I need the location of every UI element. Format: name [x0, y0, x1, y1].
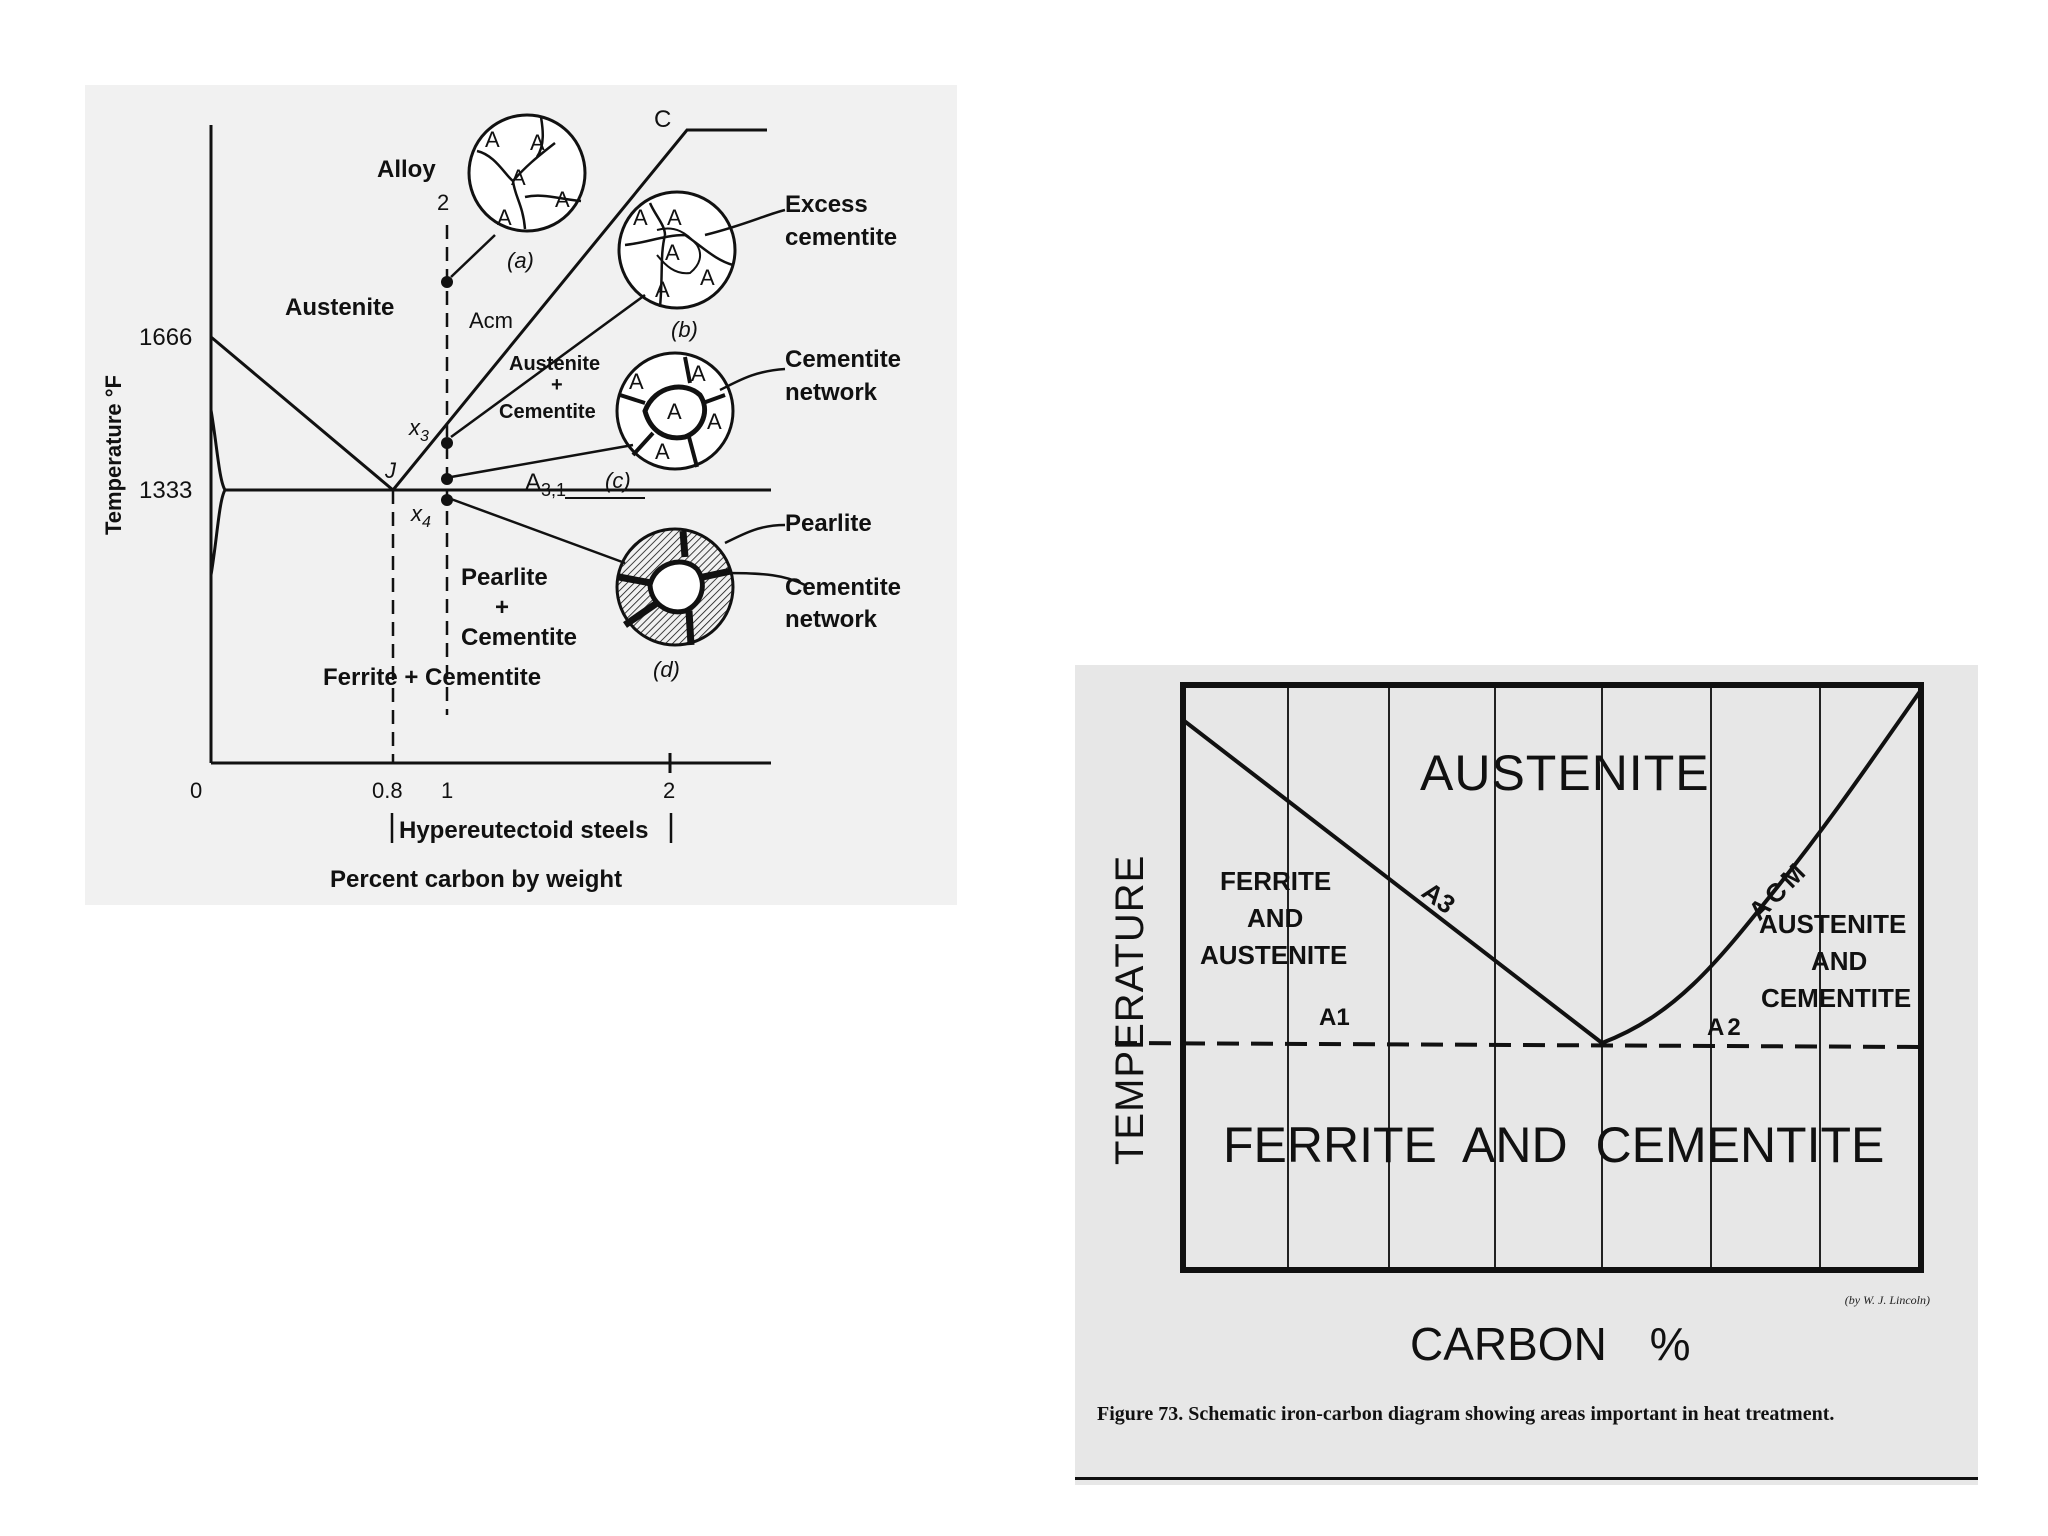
schematic-iron-carbon-diagram: TEMPERATURE AUSTENITE FERRITE AND AUSTEN… — [1075, 665, 1978, 1485]
right-ferrite-austenite-3: AUSTENITE — [1200, 940, 1347, 970]
schematic-diagram-svg: TEMPERATURE AUSTENITE FERRITE AND AUSTEN… — [1075, 665, 1978, 1385]
a3-line — [211, 337, 393, 490]
hypereutectoid-diagram-svg: Temperature °F 1666 1333 0 0.8 1 2 Hyper… — [85, 85, 957, 905]
callout-network2-1: Cementite — [785, 574, 901, 601]
svg-text:A: A — [629, 369, 644, 394]
svg-text:A: A — [485, 127, 500, 152]
arrow-a — [451, 235, 495, 277]
svg-text:A: A — [555, 187, 570, 212]
region-austenite: Austenite — [285, 294, 394, 321]
x-tick-label-0-8: 0.8 — [372, 778, 403, 803]
x-tick-label-2: 2 — [663, 778, 675, 803]
svg-text:A: A — [700, 265, 715, 290]
hypereutectoid-label: Hypereutectoid steels — [399, 817, 648, 844]
x-axis-title: Percent carbon by weight — [330, 866, 622, 893]
svg-text:A: A — [497, 205, 512, 230]
micrograph-b: A A A A A — [619, 192, 735, 308]
point-x3 — [441, 437, 453, 449]
svg-text:A: A — [667, 399, 682, 424]
svg-text:A: A — [667, 205, 682, 230]
region-aust-cem-2: + — [551, 374, 563, 396]
micro-label-b: (b) — [671, 317, 698, 342]
svg-text:A: A — [707, 409, 722, 434]
right-y-axis-title: TEMPERATURE — [1108, 855, 1152, 1165]
callout-excess-1: Excess — [785, 191, 868, 218]
micro-label-d: (d) — [653, 657, 680, 682]
point-c-label: C — [654, 106, 671, 133]
y-axis-title: Temperature °F — [101, 375, 126, 535]
figure-caption: Figure 73. Schematic iron-carbon diagram… — [1097, 1400, 1957, 1428]
x-tick-label-1: 1 — [441, 778, 453, 803]
micro-label-a: (a) — [507, 248, 534, 273]
right-ferrite-austenite-1: FERRITE — [1220, 866, 1331, 896]
a2-label: A2 — [1707, 1014, 1744, 1041]
right-region-ferrite-cementite: FERRITE AND CEMENTITE — [1223, 1117, 1884, 1173]
region-aust-cem-3: Cementite — [499, 401, 596, 423]
callout-line-network-1 — [720, 369, 785, 390]
micrograph-c: A A A A A — [617, 353, 733, 469]
right-aust-cem-3: CEMENTITE — [1761, 983, 1911, 1013]
svg-text:A: A — [633, 205, 648, 230]
micrograph-d — [617, 529, 733, 645]
caption-rule — [1075, 1477, 1978, 1480]
acm-label: Acm — [469, 308, 513, 333]
region-ferrite-cem: Ferrite + Cementite — [323, 664, 541, 691]
y-tick-1666: 1666 — [139, 324, 192, 351]
a31-label: A3,1 — [525, 469, 566, 500]
callout-network1-2: network — [785, 379, 878, 406]
x4-label: x4 — [410, 501, 431, 531]
a1-a2-dashed-line — [1115, 1043, 1921, 1047]
alloy-label: Alloy — [377, 156, 436, 183]
region-aust-cem-1: Austenite — [509, 353, 600, 375]
right-ferrite-austenite-2: AND — [1247, 903, 1303, 933]
hypereutectoid-phase-diagram: Temperature °F 1666 1333 0 0.8 1 2 Hyper… — [85, 85, 957, 905]
y-tick-1333: 1333 — [139, 477, 192, 504]
svg-text:A: A — [655, 439, 670, 464]
right-aust-cem-2: AND — [1811, 946, 1867, 976]
point-a — [441, 276, 453, 288]
a1-label: A1 — [1319, 1004, 1350, 1031]
x-tick-label-0: 0 — [190, 778, 202, 803]
callout-pearlite: Pearlite — [785, 510, 872, 537]
region-pearlite-cem-2: + — [495, 594, 509, 621]
region-pearlite-cem-3: Cementite — [461, 624, 577, 651]
x3-label: x3 — [408, 415, 429, 445]
a3-label: A3 — [1416, 876, 1461, 920]
region-pearlite-cem-1: Pearlite — [461, 564, 548, 591]
callout-network2-2: network — [785, 606, 878, 633]
micro-label-c: (c) — [605, 468, 631, 493]
svg-text:A: A — [691, 361, 706, 386]
gamma-loop — [211, 410, 225, 575]
point-j-label: J — [384, 458, 397, 483]
callout-line-pearlite — [725, 525, 785, 543]
svg-text:A: A — [511, 165, 526, 190]
point-c-marker — [441, 473, 453, 485]
callout-network1-1: Cementite — [785, 346, 901, 373]
micrograph-a: A A A A A — [469, 115, 585, 231]
credit-line: (by W. J. Lincoln) — [1845, 1293, 1930, 1308]
right-x-axis-title: CARBON % — [1410, 1318, 1690, 1370]
svg-text:A: A — [655, 277, 670, 302]
callout-excess-2: cementite — [785, 224, 897, 251]
svg-text:A: A — [665, 240, 680, 265]
right-region-austenite: AUSTENITE — [1420, 745, 1710, 801]
alloy-number: 2 — [437, 190, 449, 215]
arrow-d — [451, 499, 625, 563]
svg-text:A: A — [530, 130, 545, 155]
right-aust-cem-1: AUSTENITE — [1759, 909, 1906, 939]
